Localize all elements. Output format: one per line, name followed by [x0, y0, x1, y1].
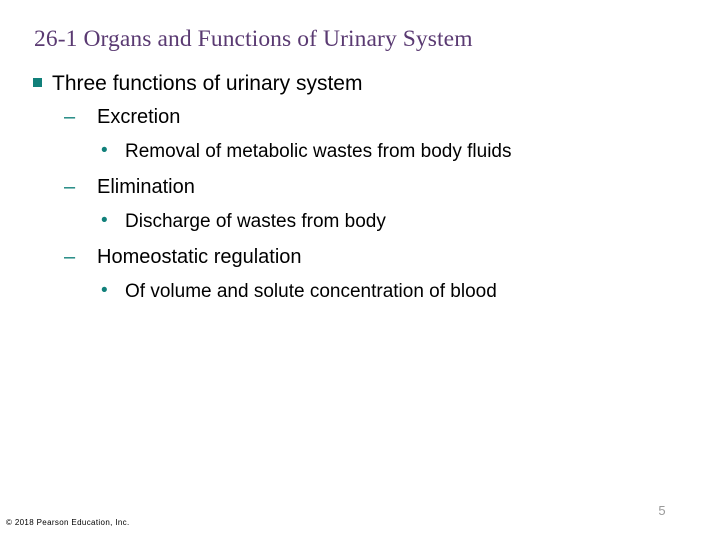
- outline-item-label: Excretion: [97, 106, 181, 128]
- en-dash-bullet-icon: –: [64, 246, 75, 268]
- slide-body-outline: Three functions of urinary system – Excr…: [0, 70, 720, 314]
- round-bullet-icon: •: [101, 140, 108, 161]
- outline-item-level3: • Of volume and solute concentration of …: [0, 279, 720, 314]
- outline-item-label: Elimination: [97, 176, 195, 198]
- en-dash-bullet-icon: –: [64, 176, 75, 198]
- outline-item-label: Removal of metabolic wastes from body fl…: [125, 141, 512, 162]
- outline-item-level3: • Removal of metabolic wastes from body …: [0, 139, 720, 174]
- outline-item-label: Three functions of urinary system: [52, 72, 363, 95]
- copyright-notice: © 2018 Pearson Education, Inc.: [6, 518, 130, 527]
- round-bullet-icon: •: [101, 210, 108, 231]
- outline-item-level1: Three functions of urinary system: [0, 70, 720, 104]
- outline-item-level2: – Homeostatic regulation: [0, 244, 720, 279]
- outline-item-level2: – Excretion: [0, 104, 720, 139]
- en-dash-bullet-icon: –: [64, 106, 75, 128]
- outline-item-level2: – Elimination: [0, 174, 720, 209]
- square-bullet-icon: [33, 78, 42, 87]
- outline-item-label: Homeostatic regulation: [97, 246, 302, 268]
- round-bullet-icon: •: [101, 280, 108, 301]
- page-title: 26-1 Organs and Functions of Urinary Sys…: [34, 26, 473, 52]
- slide-number: 5: [658, 503, 666, 518]
- outline-item-level3: • Discharge of wastes from body: [0, 209, 720, 244]
- outline-item-label: Discharge of wastes from body: [125, 211, 386, 232]
- outline-item-label: Of volume and solute concentration of bl…: [125, 281, 497, 302]
